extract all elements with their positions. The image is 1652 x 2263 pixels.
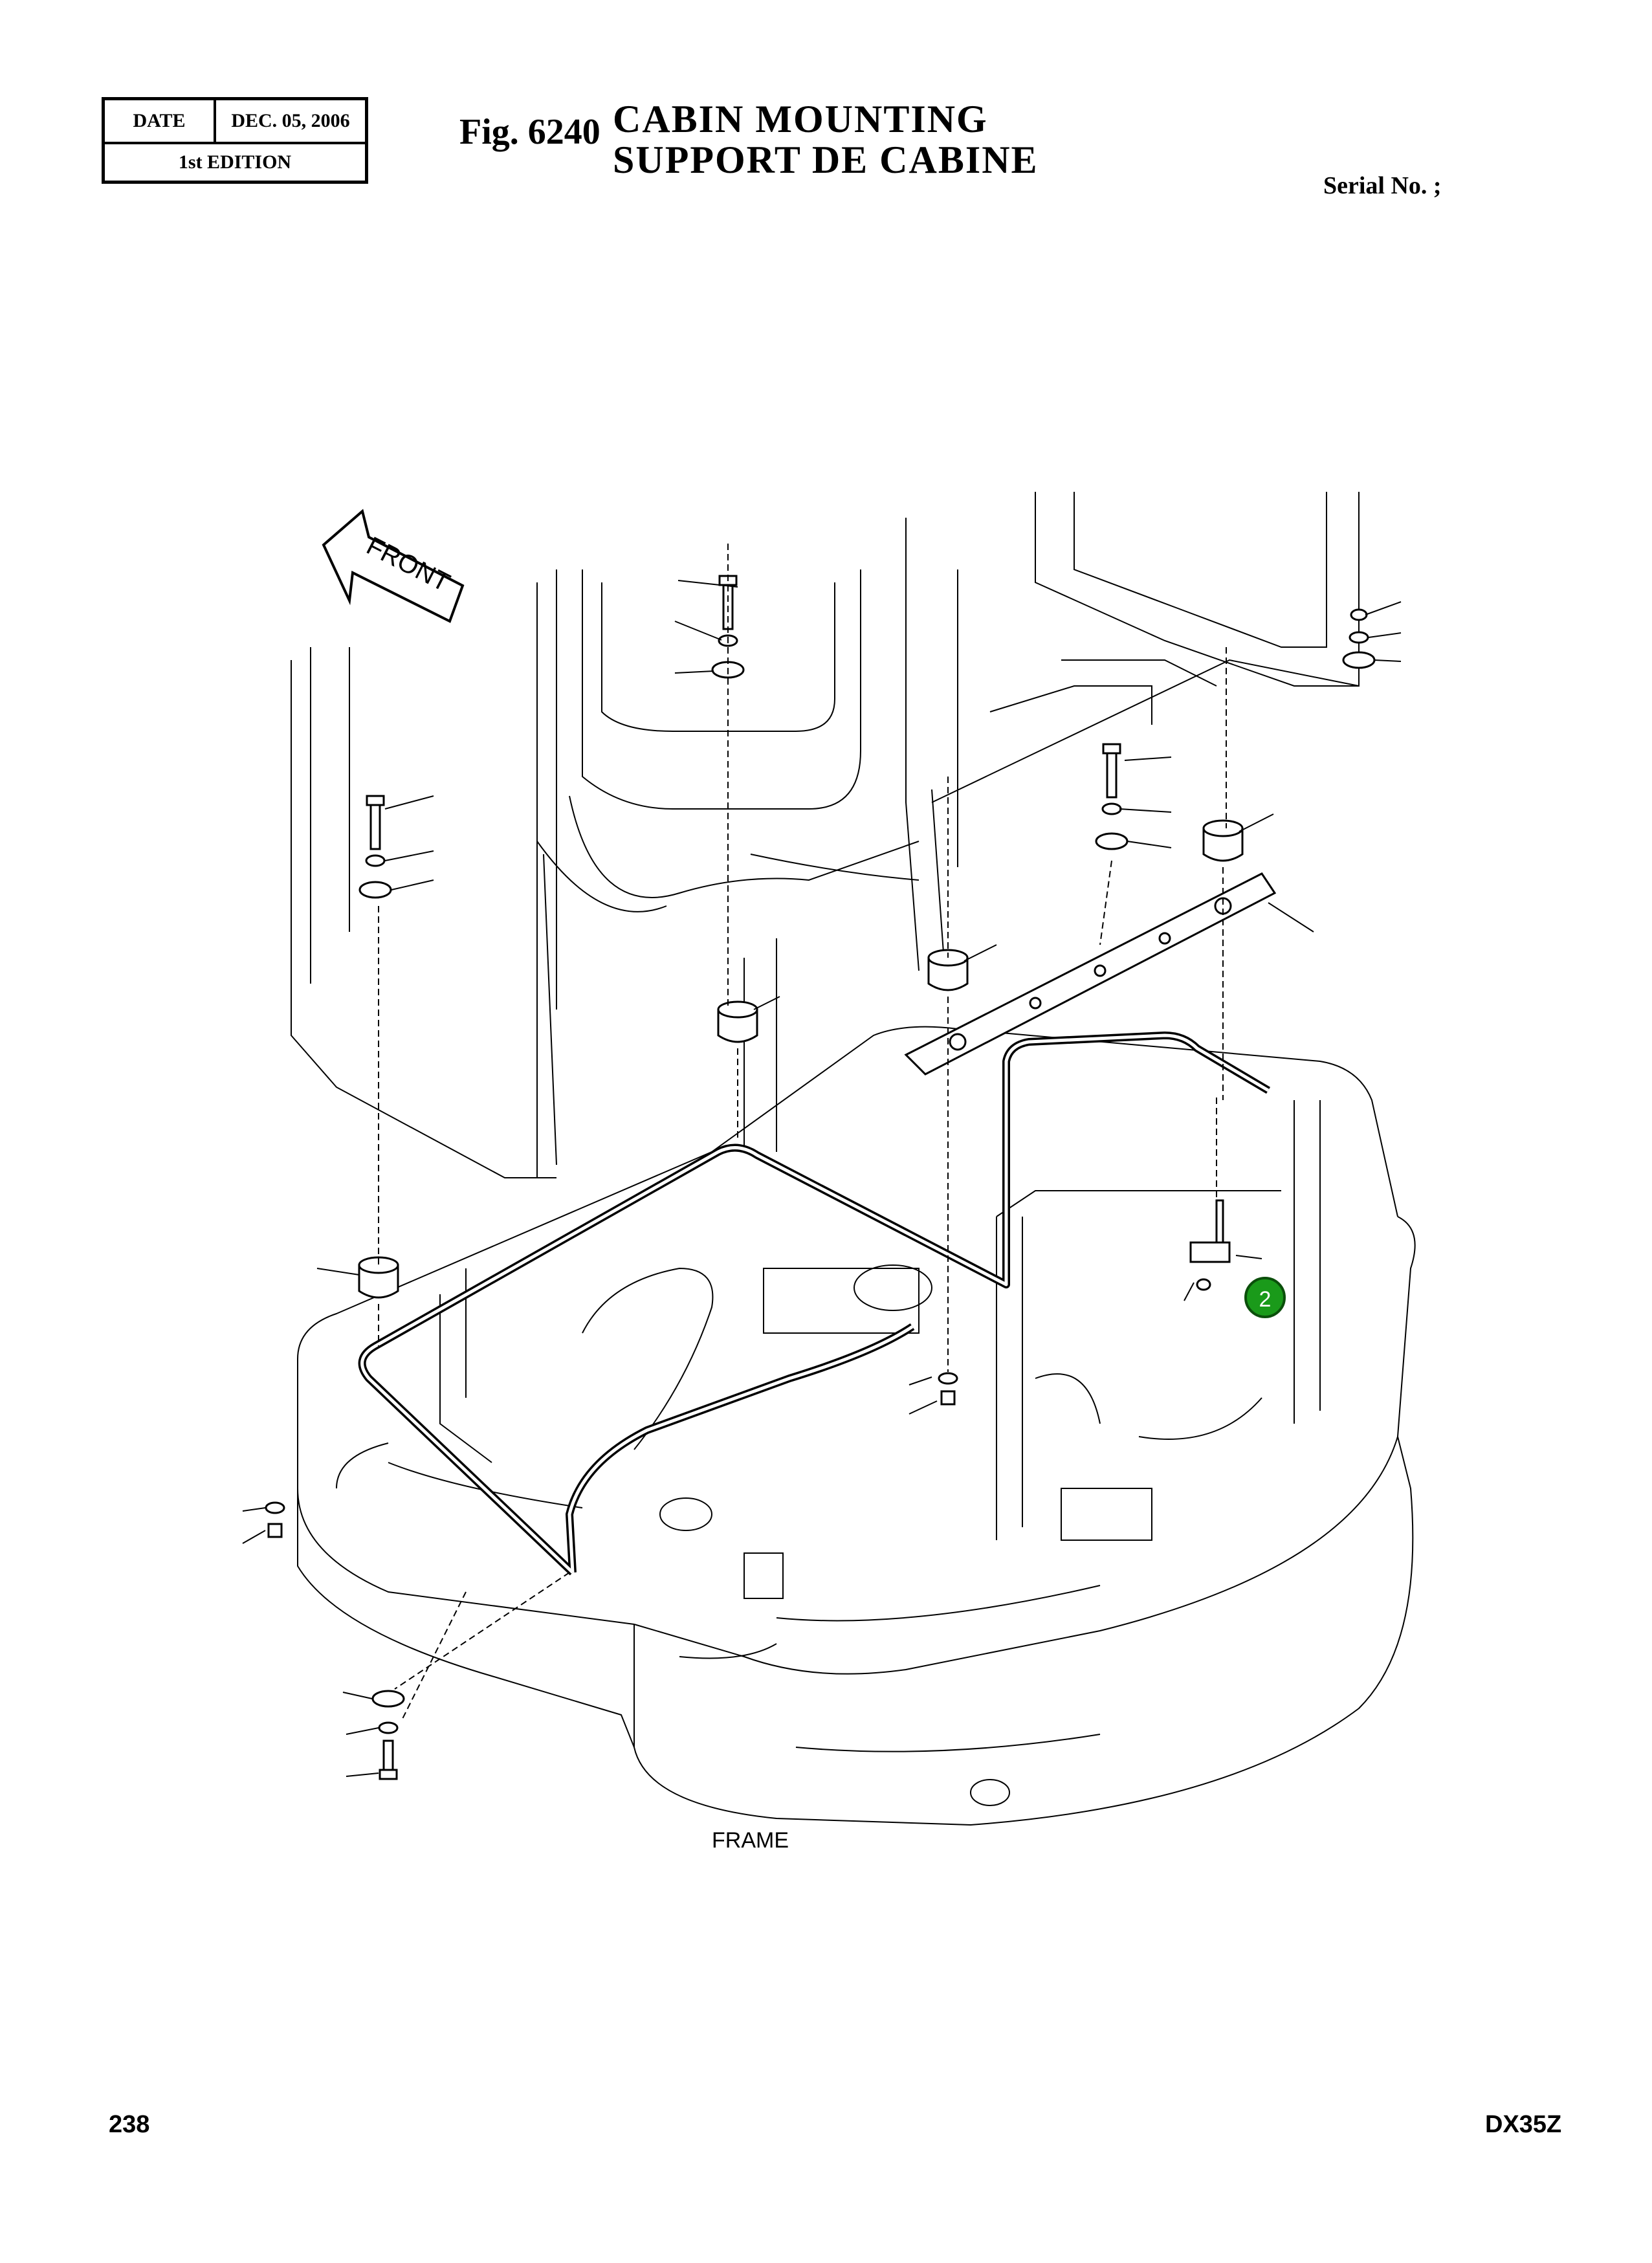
- rubber-mount: [358, 819, 1244, 1299]
- callout-2[interactable]: 2: [1244, 1277, 1286, 1318]
- date-edition-box: DATE DEC. 05, 2006 1st EDITION: [102, 97, 368, 184]
- date-row: DATE DEC. 05, 2006: [105, 100, 365, 144]
- date-label: DATE: [105, 100, 216, 142]
- title-english: CABIN MOUNTING: [613, 98, 988, 140]
- front-arrow: FRONT: [322, 509, 465, 623]
- page-number: 238: [109, 2111, 150, 2138]
- hardware: [265, 575, 1376, 1780]
- alignment-lines: [378, 544, 1227, 1722]
- title-french: SUPPORT DE CABINE: [613, 138, 1039, 181]
- frame-label: FRAME: [712, 1828, 789, 1853]
- leader-lines: [242, 580, 1402, 1777]
- model-number: DX35Z: [1485, 2111, 1562, 2138]
- callout-2-label: 2: [1259, 1287, 1272, 1312]
- cabin-outline: [291, 492, 1360, 1178]
- edition-label: 1st EDITION: [178, 151, 292, 173]
- date-value: DEC. 05, 2006: [231, 110, 350, 131]
- cab-frame-rail: [358, 1032, 1271, 1576]
- figure-number: Fig. 6240: [459, 112, 600, 152]
- serial-number: Serial No. ;: [1323, 172, 1442, 199]
- mounting-plate: [904, 872, 1277, 1076]
- frame-outline: [297, 1026, 1416, 1826]
